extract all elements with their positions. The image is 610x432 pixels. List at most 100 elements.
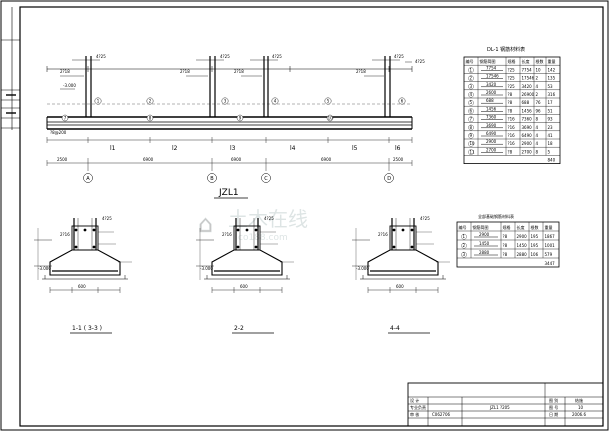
- rebar-dot: [74, 245, 78, 249]
- axis-bubbles: [83, 173, 394, 183]
- span-label: l3: [230, 145, 236, 152]
- section-elev: -3.000: [38, 266, 51, 271]
- mark-label: 8: [149, 116, 152, 121]
- table-cell: 4: [536, 125, 539, 130]
- mark-label: 3: [224, 99, 227, 104]
- mark-label: 5: [327, 99, 330, 104]
- beam-top-dimension: [46, 66, 413, 72]
- table-cell: 3690: [522, 125, 533, 130]
- table-header: 重量: [548, 58, 556, 64]
- table-cell: 2: [463, 243, 466, 248]
- table-cell: 51: [548, 108, 554, 113]
- rebar-dot: [401, 228, 405, 232]
- beam-bot-bar-note: 2?18: [234, 69, 244, 74]
- axis-dimension: [46, 158, 413, 171]
- table-header: 长度: [522, 58, 530, 64]
- table-cell: 3420: [486, 82, 497, 87]
- table-cell: 4: [536, 133, 539, 138]
- inner-frame: [19, 6, 604, 427]
- table-cell: 1: [470, 67, 473, 72]
- table-cell: 688: [522, 100, 530, 105]
- section-label: 1-1 ( 3-3 ): [72, 325, 102, 332]
- tb-right-value: 2006.6: [572, 412, 586, 417]
- rebar-dot: [392, 228, 396, 232]
- table-cell: ?16: [508, 141, 516, 146]
- beam-bot-bar-note: 2?18: [180, 69, 190, 74]
- table-cell: 142: [548, 67, 556, 72]
- table-cell: 2900: [517, 234, 528, 239]
- table-cell: 8: [536, 149, 539, 154]
- table-cell: 17546: [522, 76, 535, 81]
- table-cell: ?8: [503, 234, 508, 239]
- table-cell: 195: [531, 234, 539, 239]
- rebar-dot: [410, 228, 414, 232]
- table-header: 根数: [536, 58, 544, 64]
- table-cell: 3420: [522, 84, 533, 89]
- table-header: 规格: [503, 224, 511, 230]
- row-mark: [468, 132, 474, 139]
- section-label: 4-4: [390, 325, 400, 332]
- table-cell: 53: [548, 84, 554, 89]
- row-mark: [468, 141, 474, 147]
- table-total: 840: [548, 158, 556, 163]
- table2-title: 全部基础钢筋材料表: [478, 213, 514, 219]
- watermark-brand: 土木在线: [228, 207, 308, 231]
- mark-label: 10: [328, 116, 334, 121]
- beam-top-bar-note: 4?25: [394, 54, 404, 59]
- row-mark: [468, 75, 474, 82]
- span-ticks: [46, 137, 413, 143]
- overhang-dim: 2500: [57, 157, 68, 162]
- row-mark: [468, 116, 474, 123]
- row-mark: [468, 67, 474, 73]
- table-cell: 10: [536, 67, 542, 72]
- table-cell: 8: [470, 125, 473, 130]
- row-mark: [468, 108, 474, 114]
- table-cell: 17: [548, 100, 554, 105]
- table-frame: [456, 221, 560, 268]
- table-cell: 2880: [517, 252, 528, 257]
- row-mark: [468, 91, 474, 98]
- table-cell: 106: [531, 252, 539, 257]
- row-mark: [468, 149, 474, 155]
- section-bar-note: 4?25: [264, 216, 274, 221]
- table-cell: ?8: [503, 243, 508, 248]
- span-label: l5: [352, 145, 358, 152]
- beam-stirrup-note: ?8@200: [50, 130, 67, 135]
- watermark-logo: ⌂: [198, 210, 213, 238]
- table-cell: 1001: [545, 243, 556, 248]
- table-cell: ?16: [508, 117, 516, 122]
- section-elev: -3.000: [356, 266, 369, 271]
- axis-label: D: [387, 176, 391, 182]
- table-cell: 2880: [479, 250, 490, 255]
- rebar-dot: [92, 245, 96, 249]
- tb-designer: C062706: [432, 412, 451, 417]
- span-label: l2: [172, 145, 178, 152]
- row-mark: [461, 251, 467, 258]
- table-header: 长度: [517, 224, 525, 230]
- tb-right-value: 10: [578, 405, 584, 410]
- span-dim: 6900: [231, 157, 242, 162]
- axis-label: B: [210, 176, 214, 182]
- table-cell: 3: [463, 252, 466, 257]
- table-cell: 2: [536, 92, 539, 97]
- table-cell: 23: [548, 125, 554, 130]
- tb-right-label: 图 别: [549, 397, 558, 403]
- table-cell: 2: [536, 76, 539, 81]
- section-width: 600: [396, 284, 404, 289]
- binding-strip: [1, 7, 20, 130]
- table-cell: 8: [536, 117, 539, 122]
- table-cell: ?25: [508, 84, 516, 89]
- table-cell: ?16: [508, 125, 516, 130]
- table-cell: ?25: [508, 67, 516, 72]
- table-cell: 195: [531, 243, 539, 248]
- table-cell: 7754: [486, 65, 497, 70]
- tb-label: 审 核: [410, 411, 419, 417]
- rebar-dot: [83, 228, 87, 232]
- table-cell: 1867: [545, 234, 556, 239]
